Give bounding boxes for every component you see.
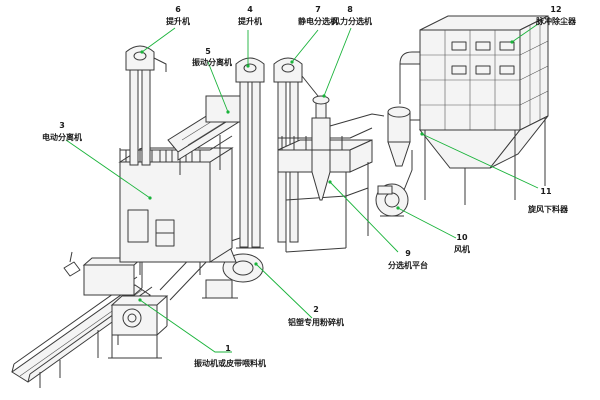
callout-4-number: 4 bbox=[247, 5, 253, 14]
pulse-dust-collector-equipment bbox=[399, 15, 549, 205]
callout-6-number: 6 bbox=[175, 5, 181, 14]
callout-1-number: 1 bbox=[225, 344, 231, 353]
bucket-elevator-left bbox=[125, 45, 167, 166]
callout-3-label: 电动分离机 bbox=[42, 133, 82, 142]
wind-separator-and-platform bbox=[277, 95, 385, 253]
callout-2-label: 铝塑专用粉碎机 bbox=[288, 318, 344, 327]
callout-11-number: 11 bbox=[540, 187, 552, 196]
callout-leaders bbox=[65, 23, 539, 353]
callout-5-number: 5 bbox=[205, 47, 211, 56]
vibrating-separator-equipment bbox=[167, 95, 243, 175]
callout-8-number: 8 bbox=[347, 5, 353, 14]
callout-12-label: 脉冲除尘器 bbox=[536, 17, 576, 26]
callout-7-label: 静电分选机 bbox=[298, 17, 338, 26]
callout-9-number: 9 bbox=[405, 249, 411, 258]
callout-10-label: 风机 bbox=[454, 245, 470, 254]
fan-equipment bbox=[375, 150, 413, 217]
callout-4-label: 提升机 bbox=[238, 17, 262, 26]
callout-10-number: 10 bbox=[456, 233, 468, 242]
callout-9-label: 分选机平台 bbox=[388, 261, 428, 270]
callout-11-label: 旋风下料器 bbox=[528, 205, 568, 214]
callout-3-number: 3 bbox=[59, 121, 65, 130]
callout-5-label: 振动分离机 bbox=[192, 58, 232, 67]
callout-1-label: 振动机或皮带喂料机 bbox=[194, 359, 266, 368]
callout-8-label: 风力分选机 bbox=[332, 17, 372, 26]
callout-6-label: 提升机 bbox=[166, 17, 190, 26]
callout-12-number: 12 bbox=[550, 5, 562, 14]
callout-7-number: 7 bbox=[315, 5, 321, 14]
callout-2-number: 2 bbox=[313, 305, 319, 314]
cyclone-feeder-equipment bbox=[387, 104, 421, 167]
bucket-elevator-center bbox=[235, 57, 265, 249]
